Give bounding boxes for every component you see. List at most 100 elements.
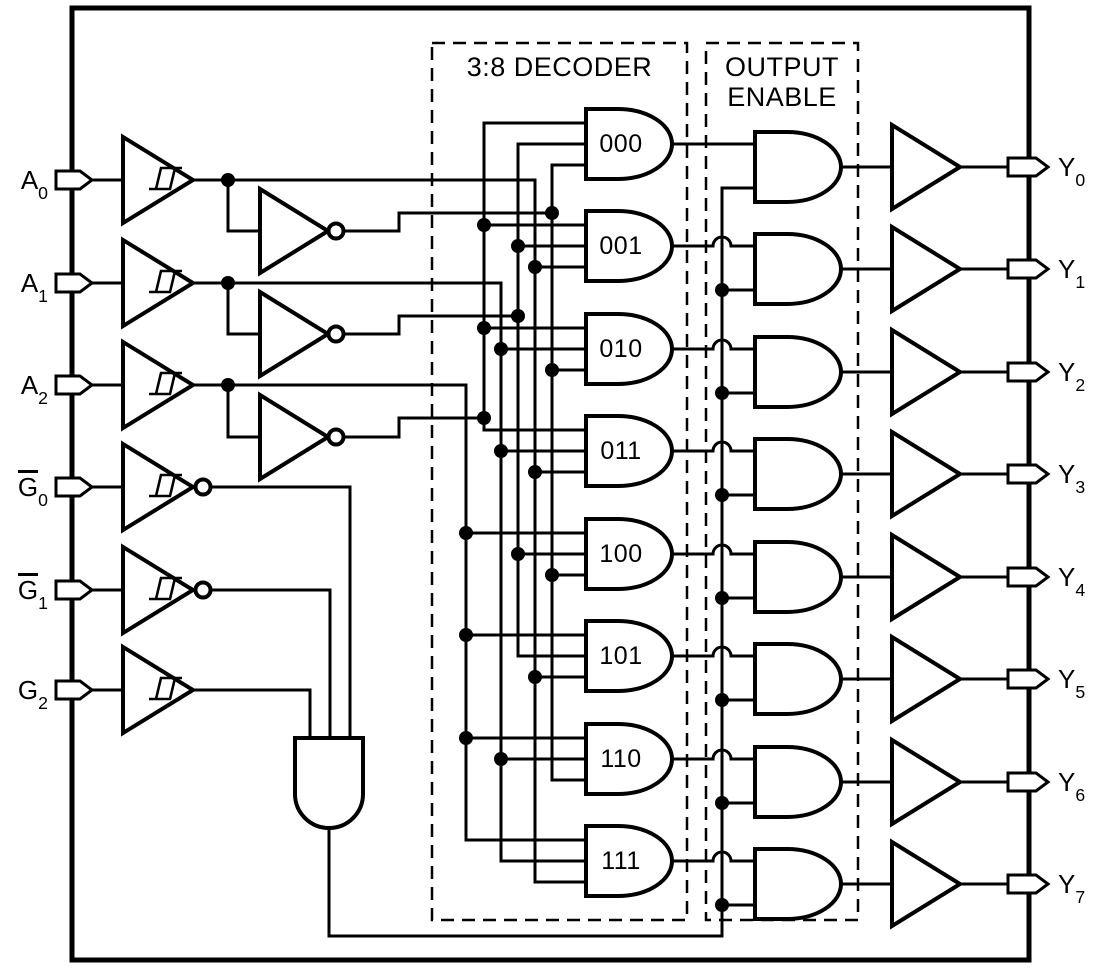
junction-dot [715,386,729,400]
junction-dot [715,488,729,502]
input-label-g0-letter: G [17,470,39,502]
gate-label-010: 010 [599,335,643,363]
oe-and-gate-y4-icon [753,540,843,614]
input-label-a2-sub: 2 [38,388,48,409]
input-pin-g0-icon [54,476,94,498]
decoder-box-title: 3:8 DECODER [466,52,653,82]
junction-dot [459,731,473,745]
inverter-bubble-a0-icon [326,221,346,241]
junction-dot [528,465,542,479]
output-buffer-y1-icon [890,225,962,313]
input-label-a2-letter: A [20,370,39,400]
output-enable-and-gates [753,130,843,921]
gate-label-100: 100 [599,540,643,568]
inverter-a2-icon [258,393,330,481]
net-enable [327,186,755,938]
output-pin-y4-icon [1006,566,1050,588]
junction-dot [715,591,729,605]
net-g0 [92,485,352,738]
gate-label-001: 001 [599,232,643,260]
gate-label-000: 000 [599,130,643,158]
oe-and-gate-y7-icon [753,847,843,921]
net-a1-complement [344,142,586,658]
net-a2-complement [344,121,586,439]
output-label-y3-letter: Y [1058,459,1076,489]
input-pin-a2-icon [54,374,94,396]
input-pin-a1-icon [54,272,94,294]
inverter-bubble-a1-icon [326,324,346,344]
gate-label-110: 110 [600,745,642,773]
net-decode-110 [672,748,755,761]
output-label-y7-letter: Y [1058,869,1076,899]
output-enable-title-line2: ENABLE [727,82,837,112]
enable-and-gate-icon [293,736,365,830]
input-label-g0: G0 [2,470,48,509]
output-label-y4-sub: 4 [1075,580,1086,601]
signal-nets [92,121,1008,938]
oe-and-gate-y1-icon [753,232,843,306]
net-decode-010 [672,338,755,351]
input-label-a1-sub: 1 [38,286,48,307]
input-label-g1: G1 [2,573,48,612]
junction-dot [477,218,491,232]
junction-dot [494,342,508,356]
output-label-y2: Y2 [1058,355,1100,394]
output-buffers [890,123,962,928]
net-decode-100 [672,543,755,556]
output-label-y4-letter: Y [1058,562,1076,592]
net-decode-001 [672,235,755,248]
output-pin-y3-icon [1006,463,1050,485]
net-decode-111 [672,850,755,863]
net-decode-101 [672,645,755,658]
junction-dot [221,276,235,290]
gate-label-101: 101 [599,642,643,670]
output-label-y1-letter: Y [1058,254,1076,284]
junction-dot [715,796,729,810]
output-pin-y2-icon [1006,361,1050,383]
input-label-g1-sub: 1 [38,593,48,614]
oe-and-gate-y5-icon [753,642,843,716]
net-a1-true [92,281,586,863]
input-label-g0-sub: 0 [38,490,48,511]
net-decode-011 [672,440,755,453]
inverter-bubble-a2-icon [326,427,346,447]
output-label-y0: Y0 [1058,150,1100,189]
inverter-bubble-g0-icon [193,477,213,497]
gate-label-011: 011 [600,437,642,465]
output-pin-y1-icon [1006,258,1050,280]
input-pin-g2-icon [54,679,94,701]
junction-dot [545,363,559,377]
output-label-y7: Y7 [1058,867,1100,906]
output-pin-y6-icon [1006,771,1050,793]
junction-dot [528,670,542,684]
output-buffer-y3-icon [890,430,962,518]
input-label-a0-letter: A [20,165,39,195]
net-a2-true [92,383,586,842]
output-pin-y7-icon [1006,873,1050,895]
input-label-a1-letter: A [20,268,39,298]
output-label-y6-letter: Y [1058,767,1076,797]
output-label-y5-sub: 5 [1075,682,1086,703]
net-g1 [92,588,332,738]
output-label-y6-sub: 6 [1075,785,1086,806]
output-buffer-y5-icon [890,635,962,723]
junction-dot [545,568,559,582]
output-label-y2-letter: Y [1058,357,1076,387]
inverter-a1-icon [258,290,330,378]
output-label-y0-letter: Y [1058,152,1076,182]
input-label-g2-letter: G [17,675,39,705]
output-label-y4: Y4 [1058,560,1100,599]
junction-dot [494,444,508,458]
output-label-y5-letter: Y [1058,664,1076,694]
net-g2 [92,688,312,738]
junction-dot [511,239,525,253]
output-buffer-y0-icon [890,123,962,211]
input-label-g2-sub: 2 [38,693,48,714]
output-label-y1-sub: 1 [1075,272,1086,293]
junction-dot [528,260,542,274]
input-label-g1-letter: G [17,573,39,605]
output-label-y5: Y5 [1058,662,1100,701]
output-pin-y0-icon [1006,156,1050,178]
